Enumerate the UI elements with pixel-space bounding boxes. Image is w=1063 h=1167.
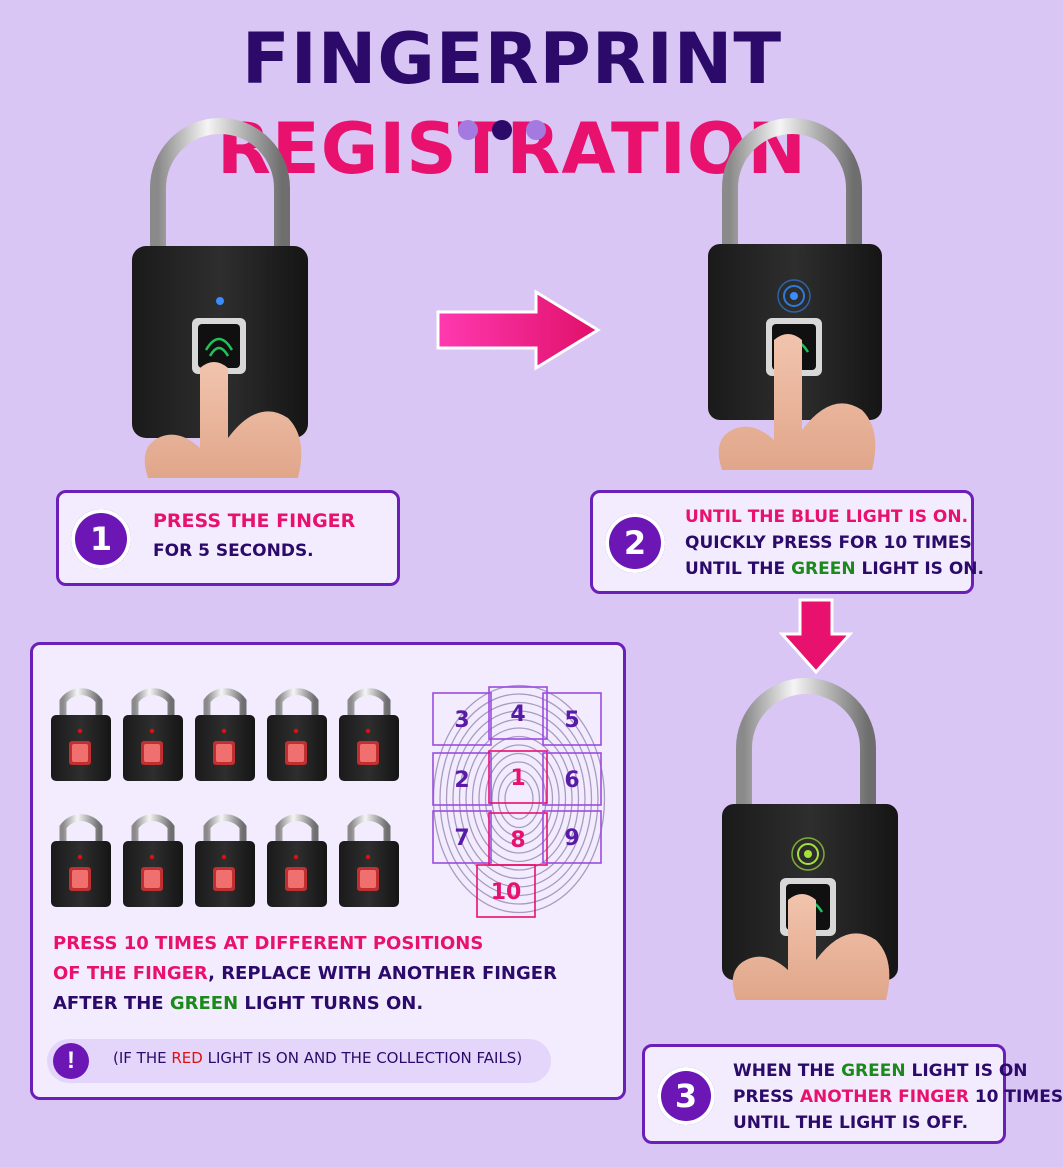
- blue-light-icon: [777, 279, 811, 313]
- padlock-icon: [722, 678, 898, 1000]
- position-label: 6: [564, 768, 579, 793]
- position-label: 10: [491, 880, 522, 905]
- position-box: [476, 864, 536, 918]
- fingerprint-ridges: [432, 684, 606, 914]
- padlock-icon: [132, 118, 308, 478]
- hand-icon: [144, 362, 302, 478]
- carousel-dot-active[interactable]: [492, 120, 512, 140]
- step-1-line-2: FOR 5 SECONDS.: [153, 541, 314, 561]
- arrow-down-icon: [778, 598, 854, 675]
- hand-icon: [732, 894, 890, 1000]
- panel-line-2: OF THE FINGER, REPLACE WITH ANOTHER FING…: [53, 963, 557, 984]
- step-3-line-3: UNTIL THE LIGHT IS OFF.: [733, 1113, 969, 1133]
- position-box: [488, 750, 548, 804]
- step-2-line-2: QUICKLY PRESS FOR 10 TIMES: [685, 533, 972, 553]
- title-registration: REGISTRATION: [217, 108, 807, 190]
- carousel-dot[interactable]: [458, 120, 478, 140]
- position-box: [432, 752, 492, 806]
- alert-icon: !: [53, 1043, 89, 1079]
- hand-icon: [718, 334, 876, 470]
- position-label: 5: [564, 708, 579, 733]
- carousel-dot[interactable]: [526, 120, 546, 140]
- mini-padlock-grid: [51, 688, 399, 907]
- step-number-badge: 2: [605, 513, 665, 573]
- position-box: [542, 692, 602, 746]
- mini-padlock-icon: [267, 814, 327, 907]
- position-box: [432, 692, 492, 746]
- step-3-line-1: WHEN THE GREEN LIGHT IS ON: [733, 1061, 1028, 1081]
- step-2-line-1: UNTIL THE BLUE LIGHT IS ON.: [685, 507, 969, 527]
- failure-note: ! (IF THE RED LIGHT IS ON AND THE COLLEC…: [47, 1039, 551, 1083]
- positions-panel: 3 4 5 2 1 6 7 8 9 10 PRESS 10 TIMES AT DIFFERENT …: [30, 642, 626, 1100]
- step-1-callout: 1 PRESS THE FINGER FOR 5 SECONDS.: [56, 490, 400, 586]
- position-box: [542, 752, 602, 806]
- carousel-dots: [458, 120, 546, 140]
- panel-line-1: PRESS 10 TIMES AT DIFFERENT POSITIONS: [53, 933, 484, 954]
- step-3-callout: 3 WHEN THE GREEN LIGHT IS ON PRESS ANOTH…: [642, 1044, 1063, 1144]
- position-box: [542, 810, 602, 864]
- step-number-badge: 3: [657, 1067, 715, 1125]
- fingerprint-sensor-icon: [192, 318, 246, 374]
- position-label: 2: [454, 768, 469, 793]
- position-box: [432, 810, 492, 864]
- blue-light-icon: [216, 297, 224, 305]
- position-label: 1: [510, 766, 525, 791]
- position-label: 9: [564, 826, 579, 851]
- mini-padlock-icon: [123, 814, 183, 907]
- position-label: 7: [454, 826, 469, 851]
- position-box: [488, 686, 548, 740]
- fingerprint-grid-icon: 3 4 5 2 1 6 7 8 9 10: [432, 684, 606, 918]
- step-3-line-2: PRESS ANOTHER FINGER 10 TIMES: [733, 1087, 1063, 1107]
- mini-padlock-icon: [339, 688, 399, 781]
- failure-note-text: (IF THE RED LIGHT IS ON AND THE COLLECTI…: [113, 1049, 523, 1067]
- green-light-icon: [791, 837, 825, 871]
- step-1-line-1: PRESS THE FINGER: [153, 510, 356, 532]
- step-2-callout: 2 UNTIL THE BLUE LIGHT IS ON. QUICKLY PR…: [590, 490, 984, 594]
- step-2-line-3: UNTIL THE GREEN LIGHT IS ON.: [685, 559, 984, 579]
- title-fingerprint: FINGERPRINT: [241, 18, 783, 100]
- mini-padlock-icon: [51, 814, 111, 907]
- mini-padlock-icon: [195, 814, 255, 907]
- step-number-badge: 1: [71, 509, 131, 569]
- position-label: 4: [510, 702, 525, 727]
- mini-padlock-icon: [195, 688, 255, 781]
- arrow-right-icon: [436, 289, 601, 371]
- position-label: 3: [454, 708, 469, 733]
- panel-line-3: AFTER THE GREEN LIGHT TURNS ON.: [53, 993, 424, 1014]
- position-label: 8: [510, 828, 525, 853]
- mini-padlock-icon: [267, 688, 327, 781]
- mini-padlock-icon: [339, 814, 399, 907]
- page-title: FINGERPRINT REGISTRATION: [0, 14, 1024, 194]
- padlock-icon: [708, 118, 882, 470]
- mini-padlock-icon: [123, 688, 183, 781]
- mini-padlock-icon: [51, 688, 111, 781]
